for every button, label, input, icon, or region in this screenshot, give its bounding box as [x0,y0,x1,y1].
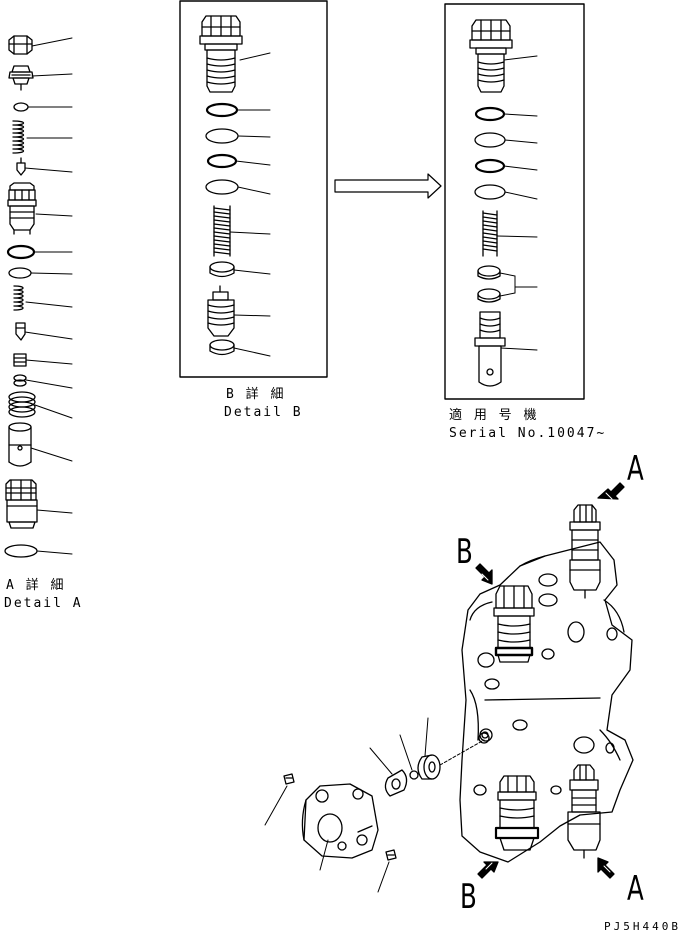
part-a-large-plug [5,479,38,529]
part-s-oring-2 [474,158,506,174]
detail-b-en-label: Detail B [224,405,303,420]
part-s-backup-ring-2 [474,184,506,200]
detail-b-leaders [229,52,271,357]
view-arrow-b-bottom [477,861,499,879]
part-a-spring-2 [13,285,24,311]
detail-a-en-label: Detail A [4,596,83,611]
part-s-seal-1 [477,265,501,280]
part-a-tiny-ring [13,374,27,387]
part-a-small-plug [13,353,27,367]
part-a-oring-1 [6,244,36,260]
part-s-backup-ring-1 [474,132,506,148]
part-b-oring-2 [206,153,238,169]
view-arrow-b-top [475,563,493,585]
part-a-spring [12,120,25,154]
part-b-backup-ring-1 [205,128,239,144]
change-arrow [334,173,442,199]
detail-a-jp-label: A 詳 細 [6,578,66,593]
part-b-plug [199,15,243,93]
part-s-spring [482,210,498,257]
part-b-spring [213,205,231,257]
part-a-nut [8,35,33,55]
drawing-code: PJ5H440B [604,920,681,933]
part-b-oring-1 [205,102,239,118]
part-s-seal-2 [477,288,501,303]
detail-b-jp-label: B 詳 細 [226,387,286,402]
part-b-poppet [207,285,235,337]
part-a-small-oring [13,102,29,112]
valve-cartridge-b-top [493,585,535,663]
view-letter-b-bottom: B [460,877,477,917]
detail-a-leaders [24,37,73,555]
serial-frame [444,3,585,400]
side-cover-parts [264,717,485,893]
part-b-bottom-seal [209,339,235,356]
view-letter-b-top: B [456,532,473,572]
view-letter-a-top: A [627,449,644,489]
part-a-sleeve-spring [8,391,36,418]
serial-parts [469,19,538,387]
part-a-valve-body [7,182,37,235]
part-b-backup-ring-2 [205,179,239,195]
valve-cartridge-a-top [569,504,601,599]
valve-cartridge-a-bottom [567,764,601,859]
part-a-adjust-screw [8,65,34,91]
part-s-plug [469,19,513,93]
part-a-backup-ring [8,267,32,279]
part-s-oring-1 [474,106,506,122]
serial-leaders [496,55,538,351]
part-a-pin [15,322,26,341]
part-b-seal [209,261,235,278]
part-a-piston [8,422,32,467]
detail-b-frame [179,0,328,378]
part-s-spool [474,311,506,387]
view-arrow-a-bottom [597,857,615,879]
view-arrow-a-top [597,482,625,500]
detail-a-parts [4,35,73,558]
view-letter-a-bottom: A [627,869,644,909]
detail-b-parts [199,15,271,357]
valve-cartridge-b-bottom [494,775,540,851]
part-a-large-oring [4,544,38,558]
serial-jp-label: 適 用 号 機 [449,408,539,423]
valve-block [459,541,634,863]
part-a-poppet [16,157,26,176]
serial-en-label: Serial No.10047~ [449,426,607,441]
